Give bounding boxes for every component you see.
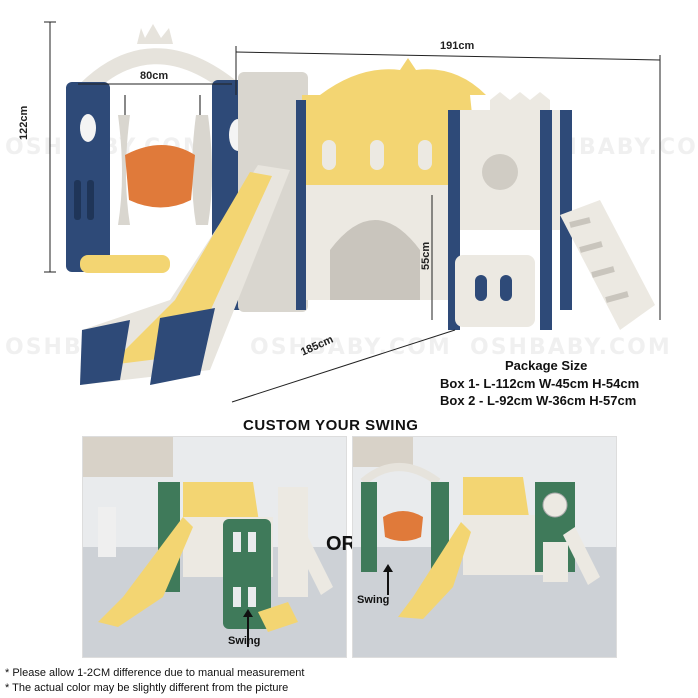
package-box2: Box 2 - L-92cm W-36cm H-57cm: [440, 393, 637, 408]
watermark: OSHBABY.COM: [250, 335, 452, 360]
dimension-swing-width-label: 80cm: [140, 70, 169, 82]
left-swing-label: Swing: [228, 635, 261, 647]
or-label: OR: [326, 533, 356, 555]
package-box1: Box 1- L-112cm W-45cm H-54cm: [440, 376, 640, 391]
playset-illustration: [44, 21, 661, 403]
package-size-title: Package Size: [505, 358, 588, 373]
note-color: * The actual color may be slightly diffe…: [5, 682, 289, 694]
custom-swing-title: CUSTOM YOUR SWING: [243, 417, 419, 434]
note-measurement: * Please allow 1-2CM difference due to m…: [5, 667, 305, 679]
left-swing-option-photo: [82, 436, 347, 658]
watermark: OSHBABY.COM: [470, 335, 672, 360]
right-swing-option-photo: [352, 436, 617, 658]
dimension-platform-height-label: 55cm: [420, 241, 432, 270]
dimension-total-length-label: 191cm: [440, 40, 475, 52]
right-swing-label: Swing: [357, 594, 390, 606]
dimension-height-label: 122cm: [18, 105, 30, 140]
